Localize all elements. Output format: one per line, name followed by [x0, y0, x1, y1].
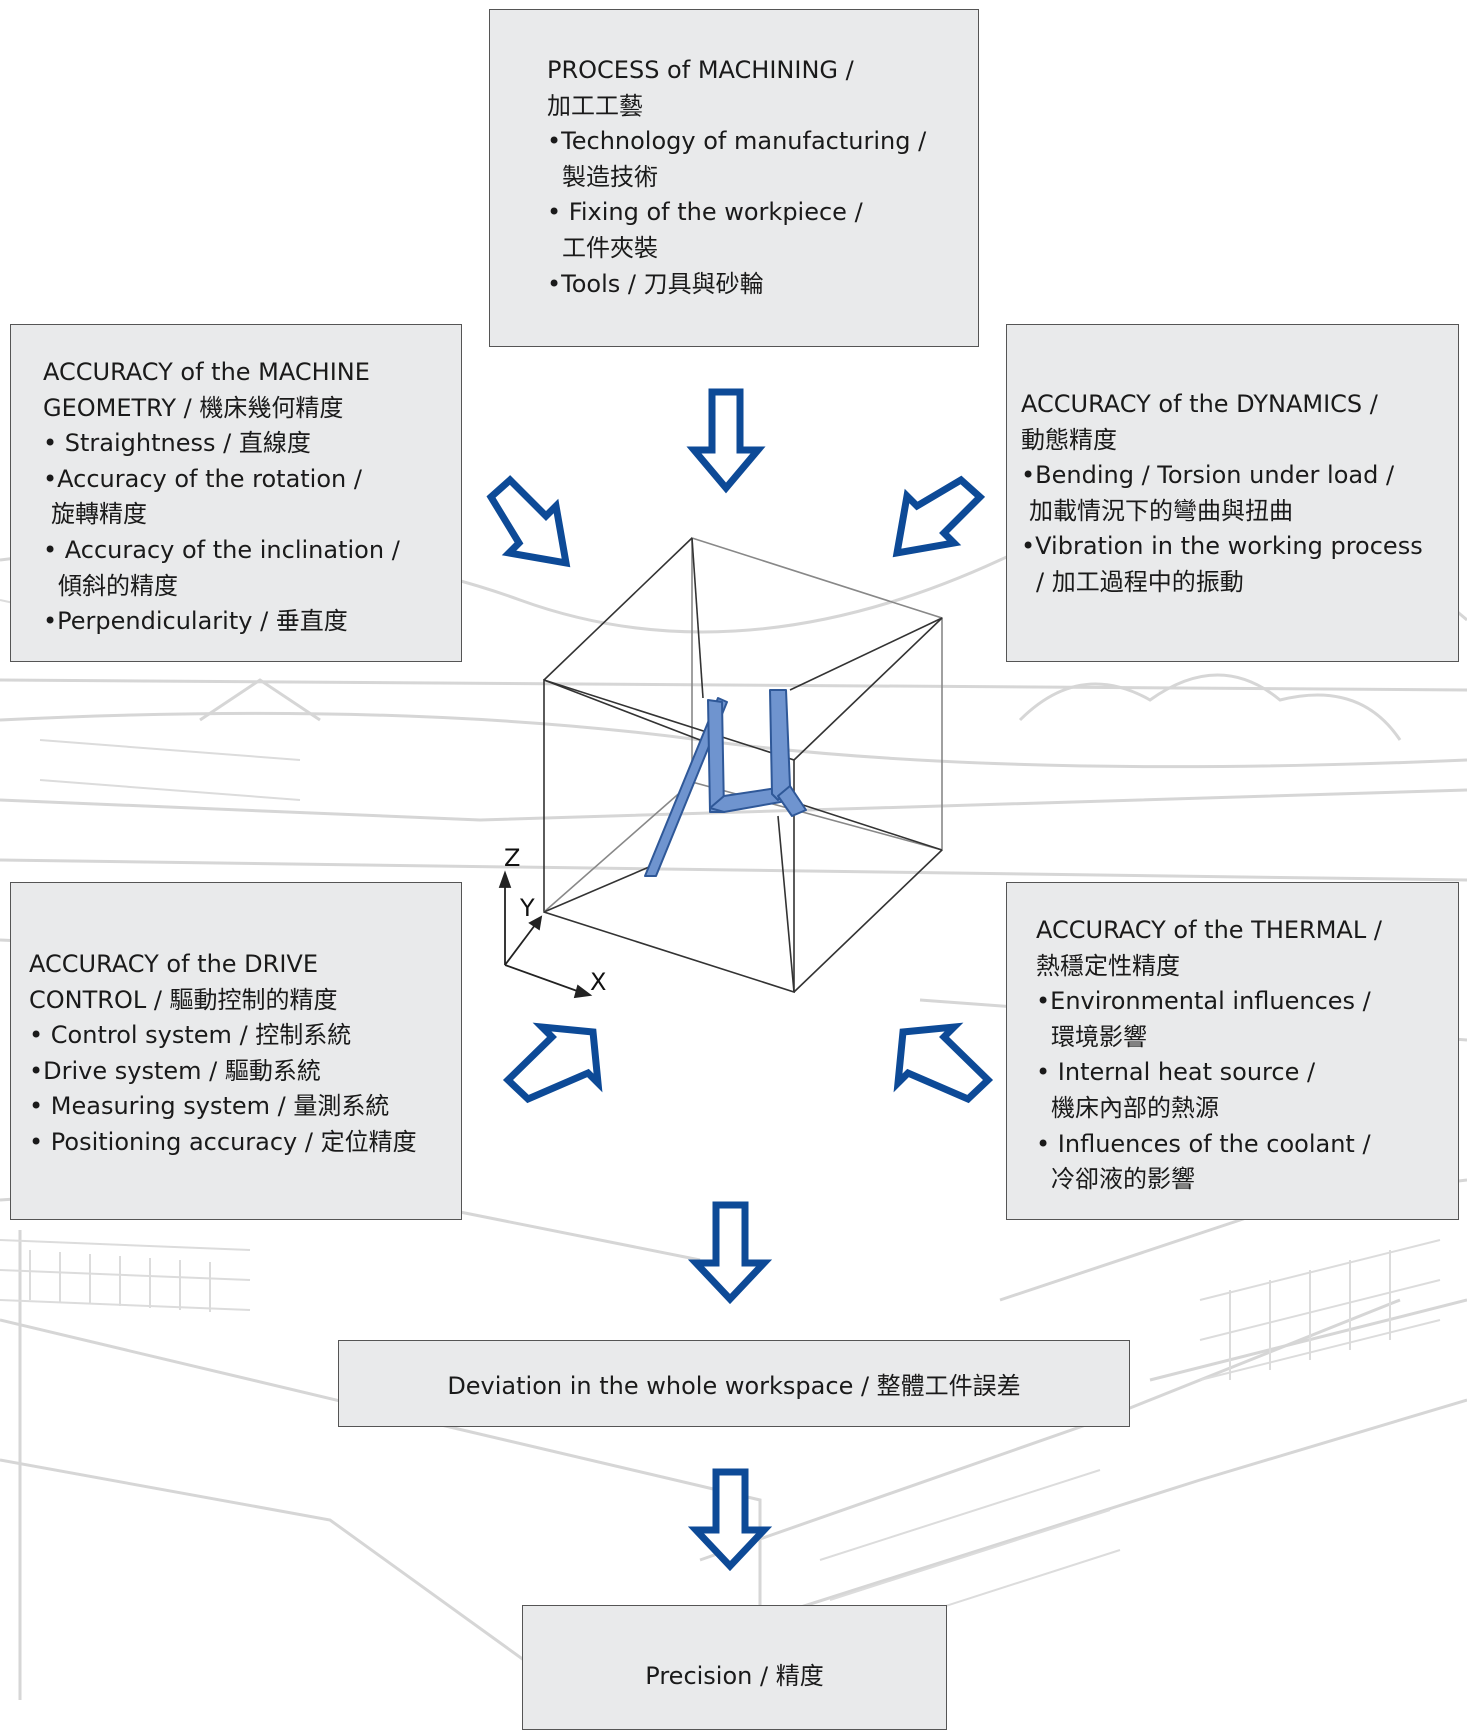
- deviation-label: Deviation in the whole workspace / 整體工件誤…: [447, 1372, 1021, 1400]
- axis-label-x: X: [590, 968, 606, 996]
- geometry-item-1: • Straightness / 直線度: [43, 429, 311, 458]
- dynamics-title-zh: 動態精度: [1021, 425, 1117, 454]
- axis-label-y: Y: [519, 894, 535, 922]
- arrow-down-to-precision: [687, 1468, 773, 1572]
- drive-control-box: ACCURACY of the DRIVE CONTROL / 驅動控制的精度 …: [10, 882, 462, 1220]
- process-item-3: •Tools / 刀具與砂輪: [547, 269, 764, 298]
- precision-box: Precision / 精度: [522, 1605, 947, 1730]
- deviation-box: Deviation in the whole workspace / 整體工件誤…: [338, 1340, 1130, 1427]
- drive-item-1: • Control system / 控制系統: [29, 1021, 352, 1050]
- geometry-item-2-zh: 旋轉精度: [51, 500, 147, 529]
- thermal-item-2-zh: 機床內部的熱源: [1051, 1093, 1219, 1122]
- geometry-title-2: GEOMETRY / 機床幾何精度: [43, 393, 344, 422]
- arrow-from-geometry: [486, 475, 571, 568]
- geometry-item-4: •Perpendicularity / 垂直度: [43, 607, 348, 636]
- process-item-2: • Fixing of the workpiece /: [547, 198, 863, 227]
- thermal-item-3-zh: 冷卻液的影響: [1051, 1165, 1195, 1194]
- drive-item-2: •Drive system / 驅動系統: [29, 1056, 321, 1085]
- drive-item-3: • Measuring system / 量測系統: [29, 1092, 390, 1121]
- dynamics-item-1-zh: 加載情況下的彎曲與扭曲: [1029, 496, 1293, 525]
- machine-geometry-box: ACCURACY of the MACHINE GEOMETRY / 機床幾何精…: [10, 324, 462, 662]
- process-item-2-zh: 工件夾裝: [562, 233, 658, 262]
- workspace-cube: [543, 536, 943, 994]
- arrow-down-to-deviation: [687, 1201, 773, 1305]
- thermal-title-zh: 熱穩定性精度: [1036, 951, 1180, 980]
- axis-indicator: [498, 870, 593, 999]
- process-title-zh: 加工工藝: [547, 91, 643, 120]
- arrow-from-drive: [502, 1022, 603, 1104]
- geometry-item-2: •Accuracy of the rotation /: [43, 464, 362, 493]
- drive-item-4: • Positioning accuracy / 定位精度: [29, 1127, 417, 1156]
- thermal-title: ACCURACY of the THERMAL /: [1036, 916, 1382, 944]
- thermal-item-1-zh: 環境影響: [1051, 1022, 1147, 1051]
- arrow-from-dynamics: [892, 475, 986, 558]
- thermal-item-2: • Internal heat source /: [1036, 1058, 1316, 1087]
- process-of-machining-box: PROCESS of MACHINING / 加工工藝 •Technology …: [489, 9, 979, 347]
- dynamics-item-2: •Vibration in the working process: [1021, 532, 1423, 561]
- dynamics-item-1: •Bending / Torsion under load /: [1021, 461, 1395, 490]
- dynamics-box: ACCURACY of the DYNAMICS / 動態精度 •Bending…: [1006, 324, 1459, 662]
- precision-label: Precision / 精度: [645, 1662, 824, 1690]
- arrow-from-thermal: [893, 1022, 994, 1104]
- geometry-item-3: • Accuracy of the inclination /: [43, 535, 400, 564]
- process-item-1: •Technology of manufacturing /: [547, 127, 927, 156]
- geometry-item-3-zh: 傾斜的精度: [58, 571, 178, 600]
- deformed-path: [644, 689, 807, 877]
- thermal-box: ACCURACY of the THERMAL / 熱穩定性精度 •Enviro…: [1006, 882, 1459, 1220]
- thermal-item-3: • Influences of the coolant /: [1036, 1129, 1371, 1158]
- dynamics-item-2-zh: / 加工過程中的振動: [1036, 567, 1244, 596]
- axis-label-z: Z: [504, 844, 520, 872]
- dynamics-title: ACCURACY of the DYNAMICS /: [1021, 390, 1378, 418]
- drive-title: ACCURACY of the DRIVE: [29, 950, 318, 978]
- process-title: PROCESS of MACHINING /: [547, 56, 854, 84]
- geometry-title: ACCURACY of the MACHINE: [43, 358, 370, 386]
- arrow-down-from-process: [686, 388, 766, 494]
- thermal-item-1: •Environmental influences /: [1036, 987, 1371, 1016]
- process-item-1-zh: 製造技術: [562, 162, 658, 191]
- drive-title-2: CONTROL / 驅動控制的精度: [29, 985, 338, 1014]
